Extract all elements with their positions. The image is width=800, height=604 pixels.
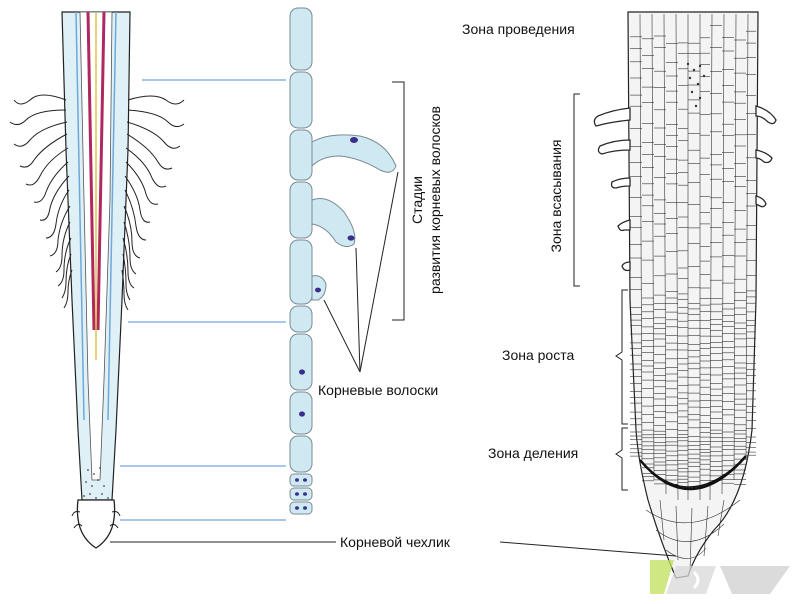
growth-bracket (615, 289, 628, 425)
stages-label: Стадии развития корневых волосков (409, 106, 443, 294)
vessel-red-right (96, 11, 106, 331)
epidermal-cell (289, 181, 313, 239)
xylem-dots (686, 62, 706, 108)
meristem-dots (83, 467, 109, 499)
zone-brackets (573, 93, 628, 491)
absorption-bracket (573, 93, 580, 287)
root-cap-cells-right (645, 499, 741, 571)
epidermal-cell (289, 71, 313, 129)
division-bracket (615, 427, 628, 491)
root-hairs-left (9, 94, 73, 309)
epidermal-cell (289, 333, 313, 391)
root-tip-hairs (593, 105, 777, 272)
watermark-logo (650, 560, 790, 594)
root-hair-stage-2 (311, 198, 356, 248)
stages-label-line1: Стадии (409, 176, 425, 224)
epidermal-cell (289, 7, 313, 71)
root-hair-pointers (323, 171, 399, 373)
conduction-zone-label: Зона проведения (462, 21, 575, 37)
epidermal-cell (289, 305, 313, 333)
meristem-arc-inner (649, 465, 737, 488)
nuclei (295, 137, 358, 510)
root-cap-left (76, 499, 116, 549)
root-hair-stage-3 (311, 134, 397, 173)
epidermal-cell (289, 501, 313, 515)
epidermal-cell (289, 473, 313, 487)
epidermis-cell-chain (289, 7, 405, 515)
division-zone-label: Зона деления (488, 445, 578, 461)
vessel-blue-left (75, 11, 85, 421)
growth-zone-label: Зона роста (502, 347, 574, 363)
stages-label-line2: развития корневых волосков (427, 106, 443, 294)
epidermal-cell (289, 239, 313, 305)
epidermal-cell (289, 129, 313, 181)
absorption-zone-text: Зона всасывания (548, 140, 564, 253)
absorption-zone-label: Зона всасывания (548, 140, 564, 253)
cell-walls-horizontal (630, 25, 756, 485)
root-tip-outline (627, 11, 759, 579)
epidermal-cell (289, 487, 313, 501)
stages-bracket (392, 81, 405, 321)
root-hairs-right (121, 95, 185, 311)
root-cap-label: Корневой чехлик (340, 534, 451, 550)
vessel-red-left (86, 11, 96, 331)
root-hairs-label: Корневые волоски (318, 382, 438, 398)
root-cap-cells (71, 511, 121, 529)
root-longitudinal-section (9, 11, 185, 549)
root-cap-pointer (110, 541, 677, 557)
vessel-blue-right (107, 11, 117, 421)
epidermal-cell (289, 435, 313, 473)
root-tip-cellular (593, 11, 777, 579)
guide-lines (120, 79, 286, 521)
